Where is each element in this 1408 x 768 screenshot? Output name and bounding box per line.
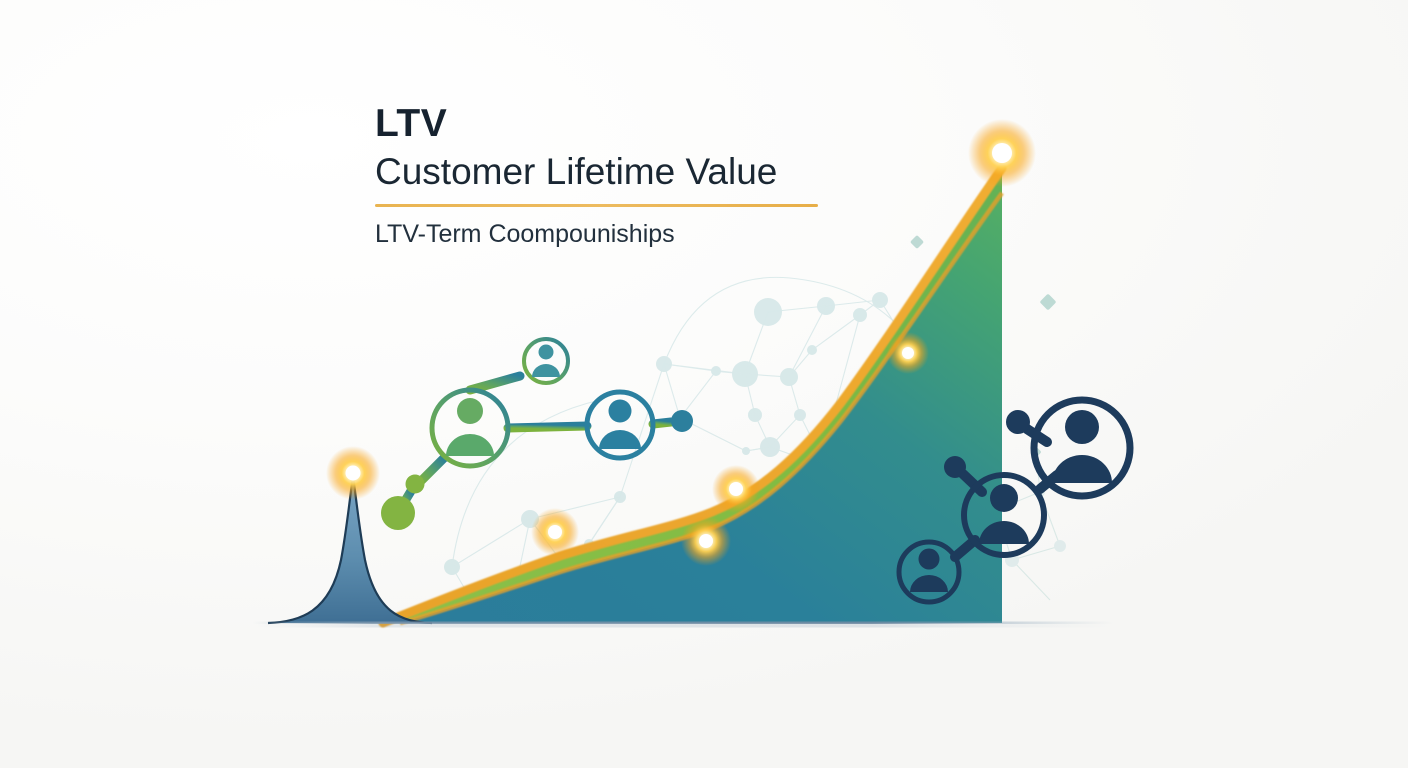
network-node-referral-customer — [522, 337, 570, 385]
glow-marker-acceleration-point — [887, 332, 929, 374]
network-node-endpoint — [671, 410, 693, 432]
axis-baseline — [252, 621, 1114, 628]
network-node-leaf — [381, 496, 415, 530]
network-node-right-b — [944, 456, 966, 478]
glow-marker-spike-peak — [326, 446, 380, 500]
title-divider — [375, 203, 818, 207]
title-block: LTV Customer Lifetime Value LTV-Term Coo… — [375, 104, 845, 248]
network-node-repeat-customer — [584, 389, 656, 461]
customer-relationship-network-left — [381, 337, 693, 530]
glow-marker-growth-inflection — [712, 465, 760, 513]
customer-relationship-network-right — [896, 396, 1134, 605]
network-node-right-a — [1006, 410, 1030, 434]
sparkle-diamonds — [910, 235, 1056, 457]
glow-marker-early-milestone — [531, 508, 579, 556]
glow-markers — [326, 119, 1036, 566]
network-node-primary-customer — [429, 387, 511, 469]
page-subtitle: LTV-Term Coompouniships — [375, 219, 675, 248]
network-node-loyal-customer — [961, 472, 1047, 558]
glow-marker-peak-value — [968, 119, 1036, 187]
page-title: Customer Lifetime Value — [375, 151, 778, 192]
network-node-branch — [405, 474, 425, 494]
network-node-high-value-customer — [1030, 396, 1134, 500]
glow-marker-mid-milestone — [681, 516, 731, 566]
kicker-label: LTV — [375, 102, 448, 145]
network-node-new-customer — [896, 539, 962, 605]
